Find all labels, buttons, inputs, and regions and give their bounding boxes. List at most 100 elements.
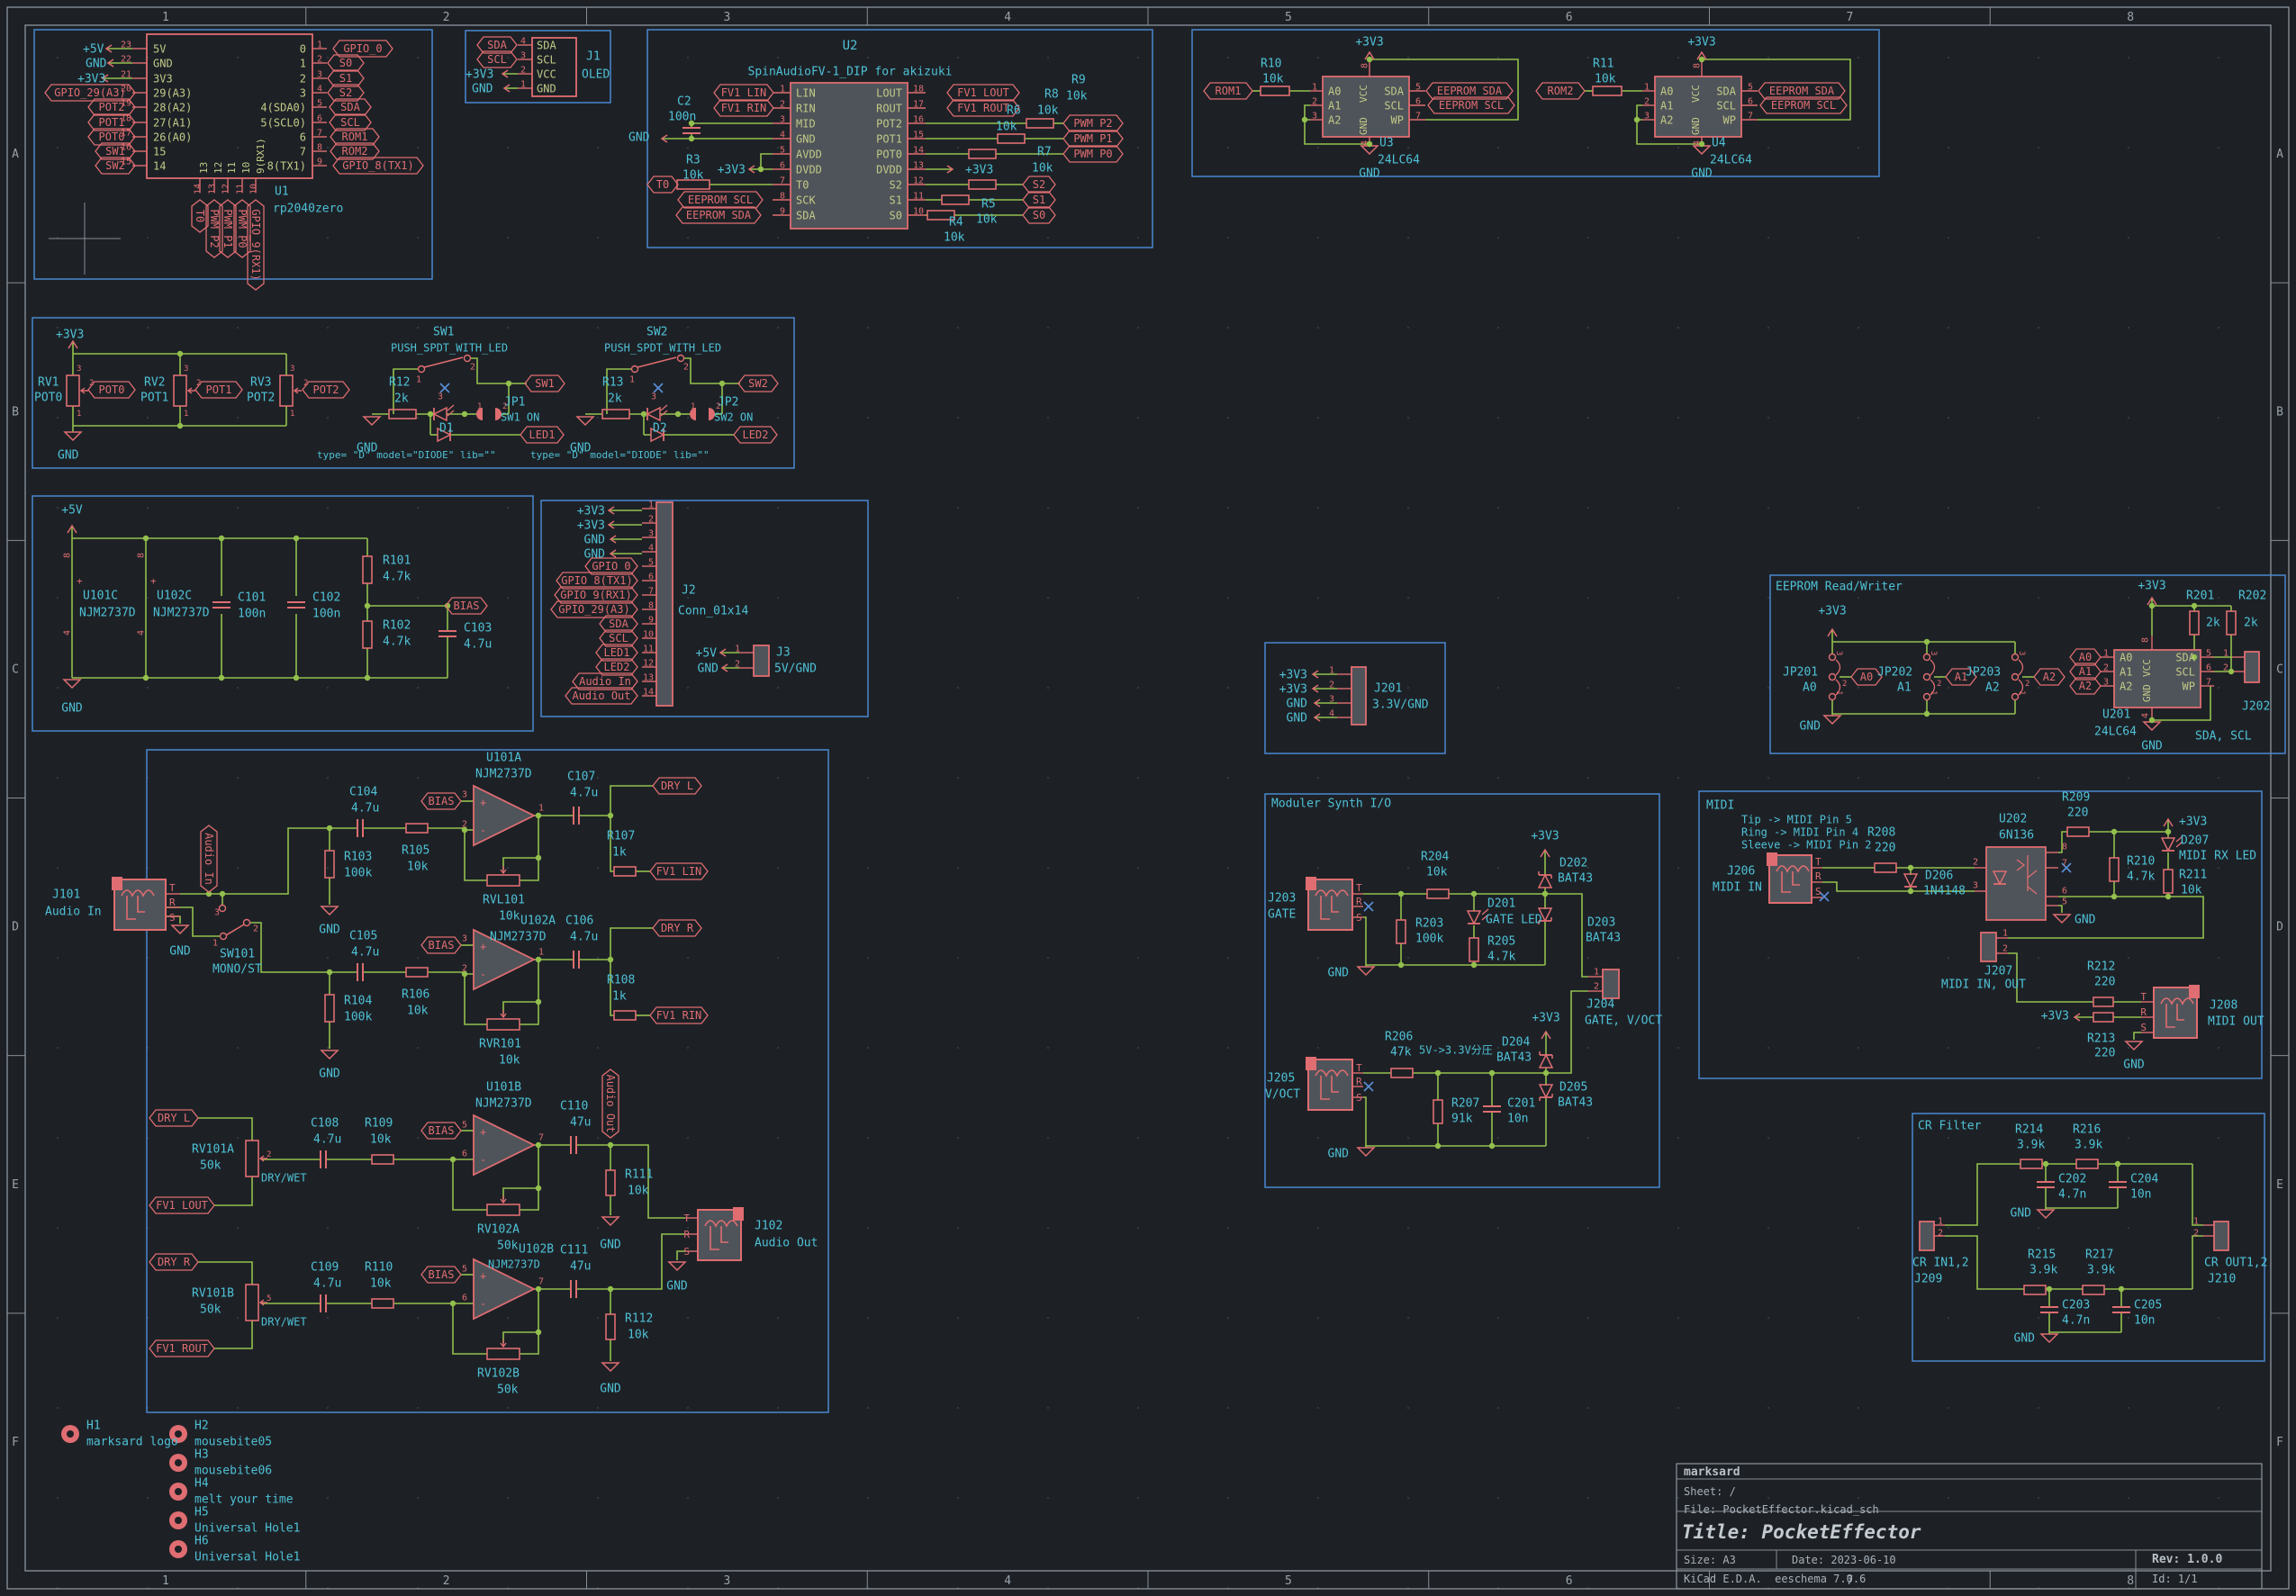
jack-symbol[interactable] [1306, 1057, 1353, 1111]
u1-net-pot0[interactable]: POT0 [87, 128, 136, 146]
resistor-symbol[interactable] [968, 179, 997, 190]
resistor-symbol[interactable] [2066, 826, 2090, 837]
u2-net-eesda[interactable]: EEPROM SDA [675, 206, 762, 224]
u201-net-a0[interactable]: A0 [2069, 648, 2102, 666]
sw-net-pot1[interactable]: POT1 [194, 381, 243, 399]
j2-net-led2[interactable]: LED2 [595, 658, 638, 676]
pot-symbol[interactable] [279, 374, 302, 407]
switch-pad[interactable] [676, 354, 685, 363]
mounting-hole[interactable] [169, 1540, 187, 1558]
sw-net-pot2[interactable]: POT2 [302, 381, 350, 399]
eeprw-net-a1[interactable]: A1 [1945, 668, 1977, 686]
resistor-symbol[interactable] [1592, 86, 1623, 96]
audio-net-out-v[interactable]: Audio Out [601, 1069, 619, 1139]
diode-symbol[interactable] [1466, 908, 1489, 925]
u1-net-pwm-p2[interactable]: PWM P2 [205, 199, 223, 258]
u4-net-rom2[interactable]: ROM2 [1535, 82, 1586, 100]
u1-net-s0[interactable]: S0 [327, 54, 365, 72]
j2-net-audioout[interactable]: Audio Out [565, 687, 638, 705]
u1-net-gpio9[interactable]: GPIO_9(RX1) [247, 199, 265, 291]
u1-net-s2[interactable]: S2 [327, 84, 365, 102]
diode-symbol[interactable] [1903, 873, 1919, 888]
chip-body[interactable] [1654, 76, 1742, 138]
u1-net-gpio8[interactable]: GPIO_8(TX1) [332, 157, 424, 175]
u1-net-gpio0[interactable]: GPIO_0 [332, 40, 393, 58]
chip-body[interactable] [2113, 649, 2201, 708]
pwr-net-bias[interactable]: BIAS [445, 597, 488, 615]
resistor-symbol[interactable] [362, 555, 373, 584]
solder-jumper[interactable] [690, 408, 715, 420]
audio-net-dryr2[interactable]: DRY R [149, 1253, 199, 1271]
resistor-symbol[interactable] [1396, 919, 1406, 944]
audio-net-fv1lout[interactable]: FV1 LOUT [149, 1196, 215, 1214]
pot-symbol[interactable] [66, 374, 88, 407]
u1-net-scl[interactable]: SCL [329, 113, 372, 131]
audio-net-bias3[interactable]: BIAS [420, 1122, 462, 1140]
u2-net-s1[interactable]: S1 [1022, 191, 1056, 209]
resistor-symbol[interactable] [927, 210, 955, 221]
chip-body[interactable] [146, 33, 313, 179]
audio-net-dryl2[interactable]: DRY L [149, 1109, 199, 1127]
jack-symbol[interactable] [1767, 852, 1812, 904]
resistor-symbol[interactable] [371, 1298, 394, 1309]
eeprw-net-a0[interactable]: A0 [1850, 668, 1883, 686]
switch-pad[interactable] [219, 932, 228, 941]
u2-net-fv1rin[interactable]: FV1 RIN [713, 99, 774, 117]
u2-net-pwmp2[interactable]: PWM P2 [1062, 114, 1124, 132]
u4-net-eesda[interactable]: EEPROM SDA [1758, 82, 1846, 100]
resistor-symbol[interactable] [2020, 1159, 2043, 1169]
resistor-symbol[interactable] [324, 850, 335, 879]
pot-symbol[interactable] [486, 1195, 520, 1216]
u1-net-sw1[interactable]: SW1 [95, 142, 136, 160]
eeprw-net-a2[interactable]: A2 [2033, 668, 2065, 686]
jumper-3pad[interactable] [1828, 653, 1841, 701]
j2-net-audioin[interactable]: Audio In [572, 672, 638, 690]
j2-net-led1[interactable]: LED1 [595, 644, 638, 662]
mounting-hole[interactable] [169, 1511, 187, 1529]
audio-net-dryr1[interactable]: DRY R [652, 919, 702, 937]
resistor-symbol[interactable] [2093, 996, 2114, 1007]
resistor-symbol[interactable] [613, 866, 637, 877]
resistor-symbol[interactable] [371, 1154, 394, 1165]
u1-net-s1[interactable]: S1 [327, 69, 365, 87]
diode-symbol[interactable] [432, 404, 455, 422]
u1-net-pot1[interactable]: POT1 [87, 113, 136, 131]
audio-net-bias4[interactable]: BIAS [420, 1266, 462, 1284]
u2-net-s2[interactable]: S2 [1022, 176, 1056, 194]
resistor-symbol[interactable] [2163, 869, 2174, 894]
u2-net-eescl[interactable]: EEPROM SCL [677, 191, 764, 209]
resistor-symbol[interactable] [997, 133, 1026, 144]
j2-net-sda[interactable]: SDA [599, 615, 638, 633]
solder-jumper[interactable] [476, 408, 502, 420]
pot-symbol[interactable] [486, 866, 520, 887]
j2-net-scl[interactable]: SCL [599, 629, 638, 647]
diode-symbol[interactable] [2160, 835, 2183, 852]
sw-net-pot0[interactable]: POT0 [87, 381, 136, 399]
u201-net-a1[interactable]: A1 [2069, 663, 2102, 681]
u2-net-s0[interactable]: S0 [1022, 206, 1056, 224]
mounting-hole[interactable] [169, 1454, 187, 1472]
u2-net-fv1lout[interactable]: FV1 LOUT [946, 84, 1020, 102]
resistor-symbol[interactable] [2189, 610, 2200, 636]
u1-net-sw2[interactable]: SW2 [95, 157, 136, 175]
u2-net-fv1rout[interactable]: FV1 ROUT [946, 99, 1020, 117]
resistor-symbol[interactable] [2226, 610, 2237, 636]
jumper-3pad[interactable] [1922, 653, 1936, 701]
u201-net-a2[interactable]: A2 [2069, 677, 2102, 695]
switch-pad[interactable] [242, 918, 251, 927]
chip-body[interactable] [1980, 932, 1997, 962]
diode-symbol[interactable] [1537, 871, 1553, 888]
pot-symbol[interactable] [486, 1339, 520, 1360]
opamp-symbol[interactable] [473, 928, 537, 991]
audio-net-in-v[interactable]: Audio In [200, 825, 218, 893]
u3-net-eesda[interactable]: EEPROM SDA [1425, 82, 1514, 100]
opamp-symbol[interactable] [473, 1258, 537, 1321]
resistor-symbol[interactable] [605, 1169, 616, 1196]
u1-net-sda[interactable]: SDA [329, 98, 372, 116]
u1-net-pwm-p1[interactable]: PWM P1 [219, 199, 237, 258]
mounting-hole[interactable] [169, 1425, 187, 1443]
resistor-symbol[interactable] [2075, 1159, 2099, 1169]
switch-pad[interactable] [630, 365, 639, 374]
jack-symbol[interactable] [112, 877, 167, 931]
audio-net-bias1[interactable]: BIAS [420, 792, 462, 810]
